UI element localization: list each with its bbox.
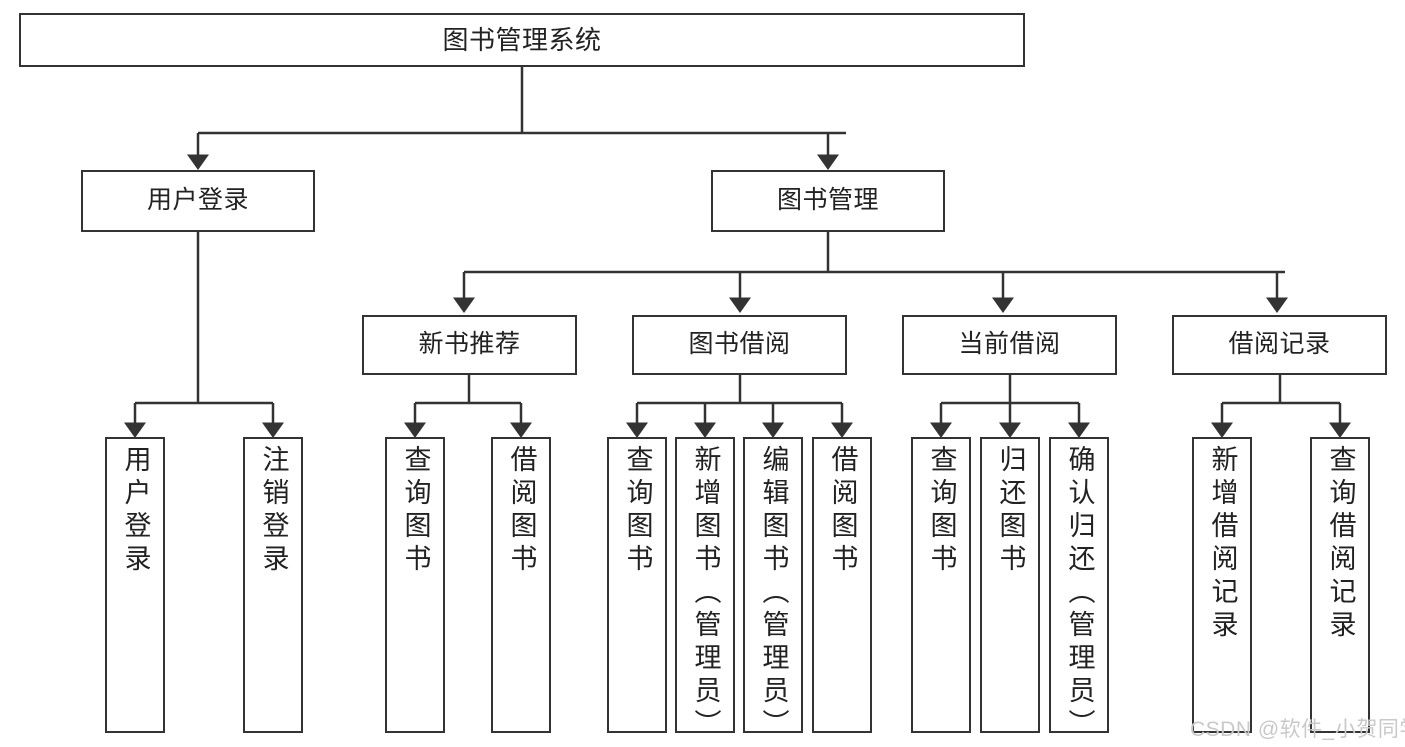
node-label: 查询图书 <box>622 445 653 577</box>
node-label: 借阅图书 <box>827 445 858 577</box>
node-label: 用户登录 <box>146 186 249 215</box>
node-book-borrowing[interactable]: 图书借阅 <box>632 315 847 375</box>
node-user-login[interactable]: 用户登录 <box>81 170 315 232</box>
leaf-add-borrow-record[interactable]: 新增借阅记录 <box>1192 437 1252 733</box>
leaf-query-books-current[interactable]: 查询图书 <box>911 437 971 733</box>
leaf-return-books[interactable]: 归还图书 <box>980 437 1040 733</box>
leaf-edit-book-admin[interactable]: 编辑图书（管理员） <box>743 437 803 742</box>
node-new-book-recommendation[interactable]: 新书推荐 <box>362 315 577 375</box>
leaf-query-borrow-record[interactable]: 查询借阅记录 <box>1310 437 1370 733</box>
leaf-query-books-newbook[interactable]: 查询图书 <box>385 437 445 733</box>
node-label: 图书管理系统 <box>442 24 602 55</box>
leaf-user-login[interactable]: 用户登录 <box>105 437 165 733</box>
csdn-watermark: CSDN @软件_小贺同学 <box>1190 718 1405 741</box>
node-label: 新增借阅记录 <box>1207 445 1238 643</box>
node-label: 查询图书 <box>926 445 957 577</box>
node-label: 用户登录 <box>120 445 151 577</box>
leaf-borrow-books-newbook[interactable]: 借阅图书 <box>491 437 551 733</box>
node-label: 当前借阅 <box>958 330 1061 359</box>
leaf-confirm-return-admin[interactable]: 确认归还（管理员） <box>1049 437 1109 742</box>
node-label: 新增图书（管理员） <box>690 445 721 742</box>
leaf-query-books-borrow[interactable]: 查询图书 <box>607 437 667 733</box>
node-current-borrowing[interactable]: 当前借阅 <box>902 315 1117 375</box>
leaf-borrow-books[interactable]: 借阅图书 <box>812 437 872 733</box>
node-label: 查询借阅记录 <box>1325 445 1356 643</box>
node-borrowing-record[interactable]: 借阅记录 <box>1172 315 1387 375</box>
node-root-book-management-system[interactable]: 图书管理系统 <box>19 13 1025 67</box>
node-label: 确认归还（管理员） <box>1064 445 1095 742</box>
node-label: 归还图书 <box>995 445 1026 577</box>
node-label: 编辑图书（管理员） <box>758 445 789 742</box>
node-label: 注销登录 <box>258 445 289 577</box>
node-label: 查询图书 <box>400 445 431 577</box>
node-label: 图书管理 <box>776 186 879 215</box>
node-label: 借阅记录 <box>1228 330 1331 359</box>
node-label: 借阅图书 <box>506 445 537 577</box>
node-book-management[interactable]: 图书管理 <box>711 170 945 232</box>
node-label: 新书推荐 <box>418 330 521 359</box>
node-label: 图书借阅 <box>688 330 791 359</box>
leaf-logout[interactable]: 注销登录 <box>243 437 303 733</box>
leaf-add-book-admin[interactable]: 新增图书（管理员） <box>675 437 735 742</box>
